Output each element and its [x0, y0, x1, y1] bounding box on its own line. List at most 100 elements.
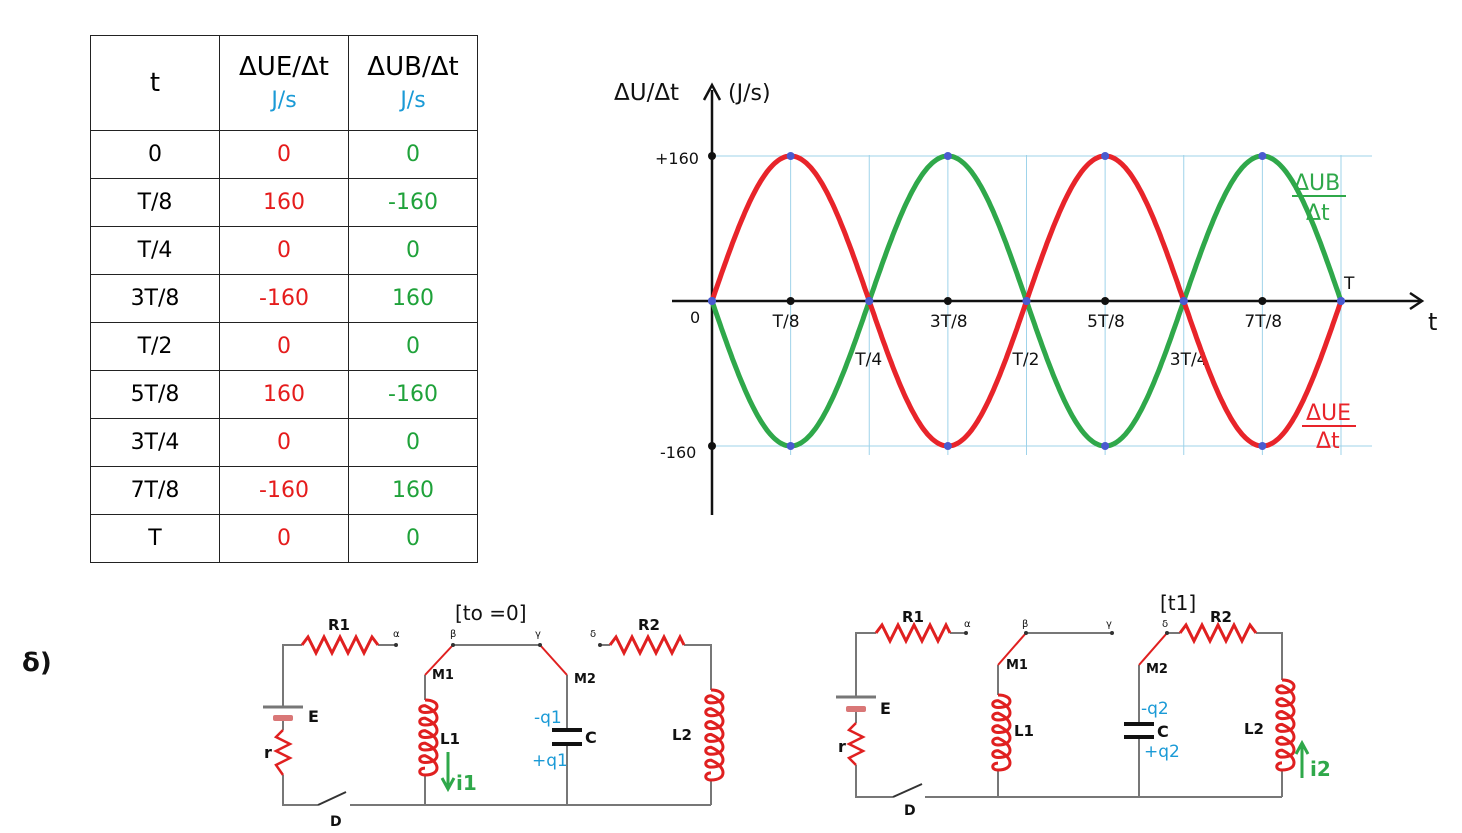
header-ue-unit: J/s — [271, 88, 297, 113]
y-axis-label: ΔU/Δt — [614, 80, 679, 106]
cell-t: T/8 — [90, 178, 220, 227]
inductor2-l1 — [991, 693, 1012, 772]
x-tick-label: T/4 — [854, 350, 882, 370]
data-point — [1022, 297, 1031, 305]
header-t: t — [90, 35, 220, 131]
terminal-gamma — [538, 643, 542, 647]
switch2-d — [892, 783, 923, 798]
terminal-delta — [598, 643, 602, 647]
label2-current: i2 — [1310, 757, 1331, 781]
cell-ub: 160 — [348, 274, 478, 323]
y-axis-arrow — [702, 82, 722, 101]
label-alpha: α — [393, 629, 400, 640]
ub-legend-denominator: Δt — [1306, 201, 1330, 226]
cell-ub: 0 — [348, 226, 478, 275]
y-axis-unit: (J/s) — [728, 81, 771, 106]
circuit1-title: [to =0] — [455, 601, 527, 625]
x-axis-label: t — [1428, 308, 1437, 336]
cell-ub: 160 — [348, 466, 478, 515]
header-ub-label: ΔUB/Δt — [367, 51, 459, 82]
header-ub: ΔUB/Δt J/s — [348, 35, 478, 131]
cell-t: T/2 — [90, 322, 220, 371]
data-point — [865, 297, 874, 305]
data-point — [1258, 152, 1267, 160]
cell-ub: -160 — [348, 178, 478, 227]
label2-m2: M2 — [1146, 662, 1168, 677]
x-tick-dot — [943, 297, 952, 305]
current-arrow2-head — [1294, 739, 1310, 755]
cell-ub: -160 — [348, 370, 478, 419]
label-delta: δ — [590, 629, 596, 640]
battery2-plate-short — [846, 706, 866, 712]
header-ue-label: ΔUE/Δt — [239, 51, 329, 82]
inductor-l2 — [704, 688, 725, 782]
label-l2: L2 — [672, 726, 692, 744]
terminal-beta — [451, 643, 455, 647]
data-point — [1179, 297, 1188, 305]
resistor2-r — [846, 722, 866, 766]
label2-l1: L1 — [1014, 722, 1034, 740]
battery-plate-short — [273, 715, 293, 721]
y-tick-plus160: +160 — [655, 149, 699, 168]
data-point — [786, 442, 795, 450]
cell-ue: 0 — [219, 418, 349, 467]
data-point — [1337, 297, 1345, 305]
label-d: D — [330, 814, 342, 830]
header-ub-unit: J/s — [400, 88, 426, 113]
wire2-r2-l2 — [1256, 632, 1283, 680]
switch2-m1 — [997, 632, 1027, 666]
data-point — [943, 442, 952, 450]
ub-legend-numerator: ΔUB — [1294, 171, 1340, 196]
x-tick-dot — [786, 297, 795, 305]
x-tick-label: 7T/8 — [1244, 312, 1282, 332]
data-point — [1101, 442, 1110, 450]
circuit2-title: [t1] — [1160, 591, 1196, 615]
x-tick-label: 5T/8 — [1087, 312, 1125, 332]
label-current: i1 — [456, 771, 477, 795]
data-point — [1101, 152, 1110, 160]
resistor-r1 — [300, 633, 380, 657]
label2-r2: R2 — [1210, 608, 1232, 626]
switch2-m2 — [1138, 632, 1168, 666]
switch-d — [317, 791, 347, 806]
x-axis-arrow — [1409, 291, 1425, 311]
x-tick-label: 3T/8 — [930, 312, 968, 332]
cell-ue: -160 — [219, 274, 349, 323]
switch-m2 — [539, 644, 568, 676]
label-minus-q: -q1 — [534, 708, 562, 728]
label-e: E — [308, 707, 319, 726]
resistor-r — [273, 729, 293, 776]
switch-m1 — [424, 644, 454, 676]
cell-ub: 0 — [348, 514, 478, 563]
ue-legend-denominator: Δt — [1316, 429, 1340, 454]
label2-gamma: γ — [1106, 619, 1112, 630]
label-beta: β — [450, 629, 456, 640]
cell-ue: 0 — [219, 226, 349, 275]
cell-t: T/4 — [90, 226, 220, 275]
wire-r2-l2 — [684, 644, 712, 690]
terminal2-delta — [1165, 631, 1169, 635]
label-r1: R1 — [328, 616, 350, 634]
series-points — [708, 152, 1345, 450]
label-m2: M2 — [574, 672, 596, 687]
table-header-row: t ΔUE/Δt J/s ΔUB/Δt J/s — [90, 35, 478, 131]
label2-c: C — [1157, 722, 1169, 741]
x-tick-label: T/8 — [772, 312, 800, 332]
wire-left-top — [282, 644, 302, 707]
terminal2-alpha — [964, 631, 968, 635]
y-tick-minus160: -160 — [660, 443, 696, 462]
label2-d: D — [904, 803, 916, 819]
cell-ub: 0 — [348, 322, 478, 371]
wire2-left-top — [855, 632, 876, 697]
y-tick-dot — [708, 152, 716, 160]
wire-left-bottom — [282, 775, 318, 806]
label-l1: L1 — [440, 730, 460, 748]
